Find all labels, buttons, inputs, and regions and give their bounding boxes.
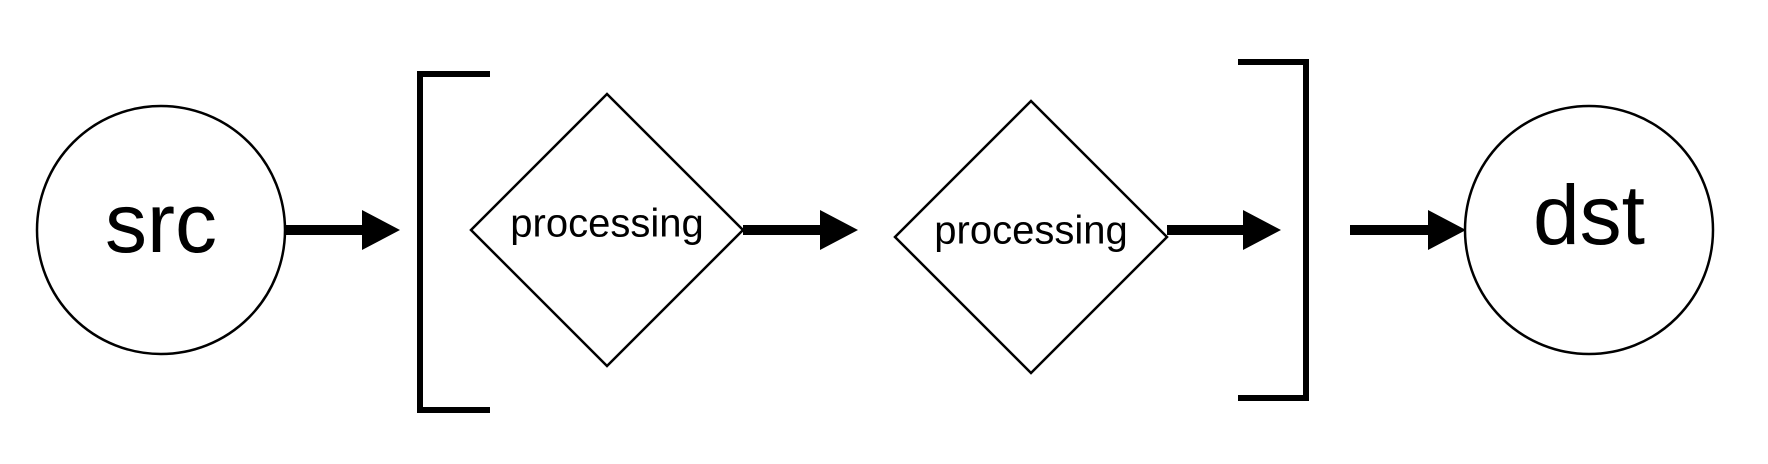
src-node: src — [35, 104, 287, 356]
src-label: src — [105, 176, 217, 270]
processing-label-1: processing — [510, 202, 703, 246]
dst-node: dst — [1463, 104, 1715, 356]
group-right-bracket — [1238, 59, 1309, 401]
processing-label-2: processing — [934, 209, 1127, 253]
processing-node-2: processing — [893, 99, 1169, 375]
dst-label: dst — [1533, 168, 1645, 262]
group-left-bracket — [417, 71, 490, 413]
processing-node-1: processing — [469, 92, 745, 368]
